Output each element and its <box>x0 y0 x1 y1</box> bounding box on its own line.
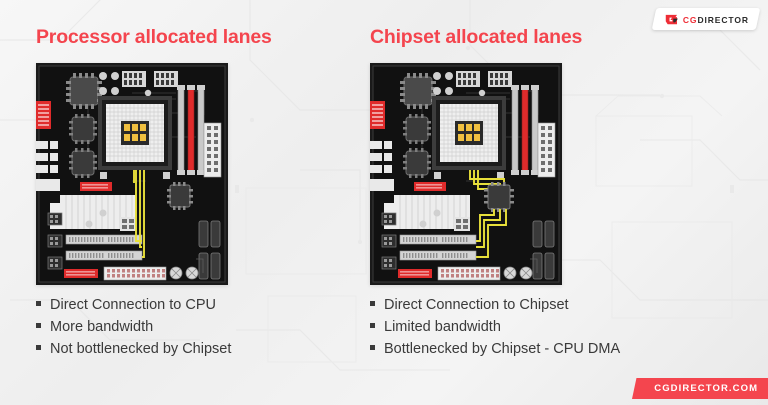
column-chipset-lanes: Chipset allocated lanes <box>370 26 730 357</box>
bullet-square-icon <box>370 345 375 350</box>
processor-bullet-list: Direct Connection to CPU More bandwidth … <box>36 294 231 360</box>
mosfet-chip-1 <box>403 114 431 144</box>
list-item: Direct Connection to CPU <box>36 294 231 316</box>
bottom-red-header <box>398 269 432 278</box>
motherboard-svg-processor <box>36 63 228 285</box>
bullet-text: Bottlenecked by Chipset - CPU DMA <box>384 341 621 357</box>
motherboard-svg-chipset <box>370 63 562 285</box>
cpu-socket <box>98 96 172 179</box>
chipset-chip <box>484 182 514 212</box>
front-panel-headers <box>381 212 397 270</box>
bullet-text: Direct Connection to CPU <box>50 297 217 313</box>
logo-word-cg: CG <box>682 14 698 24</box>
mount-screws <box>433 72 486 97</box>
cgdirector-logo[interactable]: CGDIRECTOR <box>651 8 761 30</box>
ram-slots <box>177 85 205 175</box>
bullet-text: Not bottlenecked by Chipset <box>50 341 232 357</box>
bullet-square-icon <box>370 323 375 328</box>
pcie-slot-2 <box>65 250 143 261</box>
list-item: Limited bandwidth <box>370 316 620 338</box>
cpu-contact-pads <box>124 124 146 141</box>
list-item: Bottlenecked by Chipset - CPU DMA <box>370 338 620 360</box>
list-item: More bandwidth <box>36 316 231 338</box>
rear-io-ports <box>370 141 394 191</box>
pcie-slot-1 <box>65 234 143 245</box>
ram-slots <box>511 85 539 175</box>
atx-24pin-connector <box>537 122 556 178</box>
atx-24pin-connector <box>203 122 222 178</box>
mosfet-chip-2 <box>69 148 97 178</box>
motherboard-diagram-chipset <box>370 63 562 285</box>
front-panel-connector <box>103 266 167 281</box>
processor-column-title: Processor allocated lanes <box>36 26 272 48</box>
m2-slot <box>414 182 446 191</box>
front-panel-headers <box>47 212 63 270</box>
pcie-lane-traces-chipset-to-pcie <box>476 209 507 258</box>
atx-12v-power-connector <box>370 101 385 129</box>
list-item: Direct Connection to Chipset <box>370 294 620 316</box>
bullet-text: More bandwidth <box>50 319 154 335</box>
mount-screws-lower <box>419 209 441 228</box>
top-headers <box>456 71 512 87</box>
cgdirector-g-mark-icon <box>664 12 679 27</box>
m2-slot <box>80 182 112 191</box>
list-item: Not bottlenecked by Chipset <box>36 338 231 360</box>
vrm-chip <box>400 73 436 109</box>
footer-website-label: CGDIRECTOR.COM <box>654 383 759 394</box>
cpu-contact-pads <box>458 124 480 141</box>
cpu-power-4pin <box>120 217 136 231</box>
pcie-slot-2 <box>399 250 477 261</box>
atx-12v-power-connector <box>36 101 51 129</box>
bullet-square-icon <box>36 301 41 306</box>
mount-screws-lower <box>85 209 107 228</box>
vrm-chip <box>66 73 102 109</box>
bullet-square-icon <box>370 301 375 306</box>
pcie-slot-1 <box>399 234 477 245</box>
chipset-chip <box>167 182 193 210</box>
front-panel-connector <box>437 266 501 281</box>
bullet-text: Direct Connection to Chipset <box>384 297 569 313</box>
bottom-red-header <box>64 269 98 278</box>
motherboard-diagram-processor <box>36 63 228 285</box>
sata-ports <box>198 220 221 280</box>
logo-word-director: DIRECTOR <box>697 14 749 24</box>
chipset-column-title: Chipset allocated lanes <box>370 26 583 48</box>
mosfet-chip-1 <box>69 114 97 144</box>
rear-io-ports <box>36 141 60 191</box>
footer-website-badge[interactable]: CGDIRECTOR.COM <box>632 378 768 399</box>
pcie-lane-traces-direct <box>135 170 145 258</box>
sata-ports <box>532 220 555 280</box>
bullet-square-icon <box>36 345 41 350</box>
cpu-power-4pin <box>454 217 470 231</box>
bullet-text: Limited bandwidth <box>384 319 501 335</box>
bullet-square-icon <box>36 323 41 328</box>
mosfet-chip-2 <box>403 148 431 178</box>
mount-screws <box>99 72 152 97</box>
cpu-socket <box>432 96 506 179</box>
column-processor-lanes: Processor allocated lanes <box>36 26 366 357</box>
logo-wordmark: CGDIRECTOR <box>683 14 749 24</box>
top-headers <box>122 71 178 87</box>
chipset-bullet-list: Direct Connection to Chipset Limited ban… <box>370 294 620 360</box>
